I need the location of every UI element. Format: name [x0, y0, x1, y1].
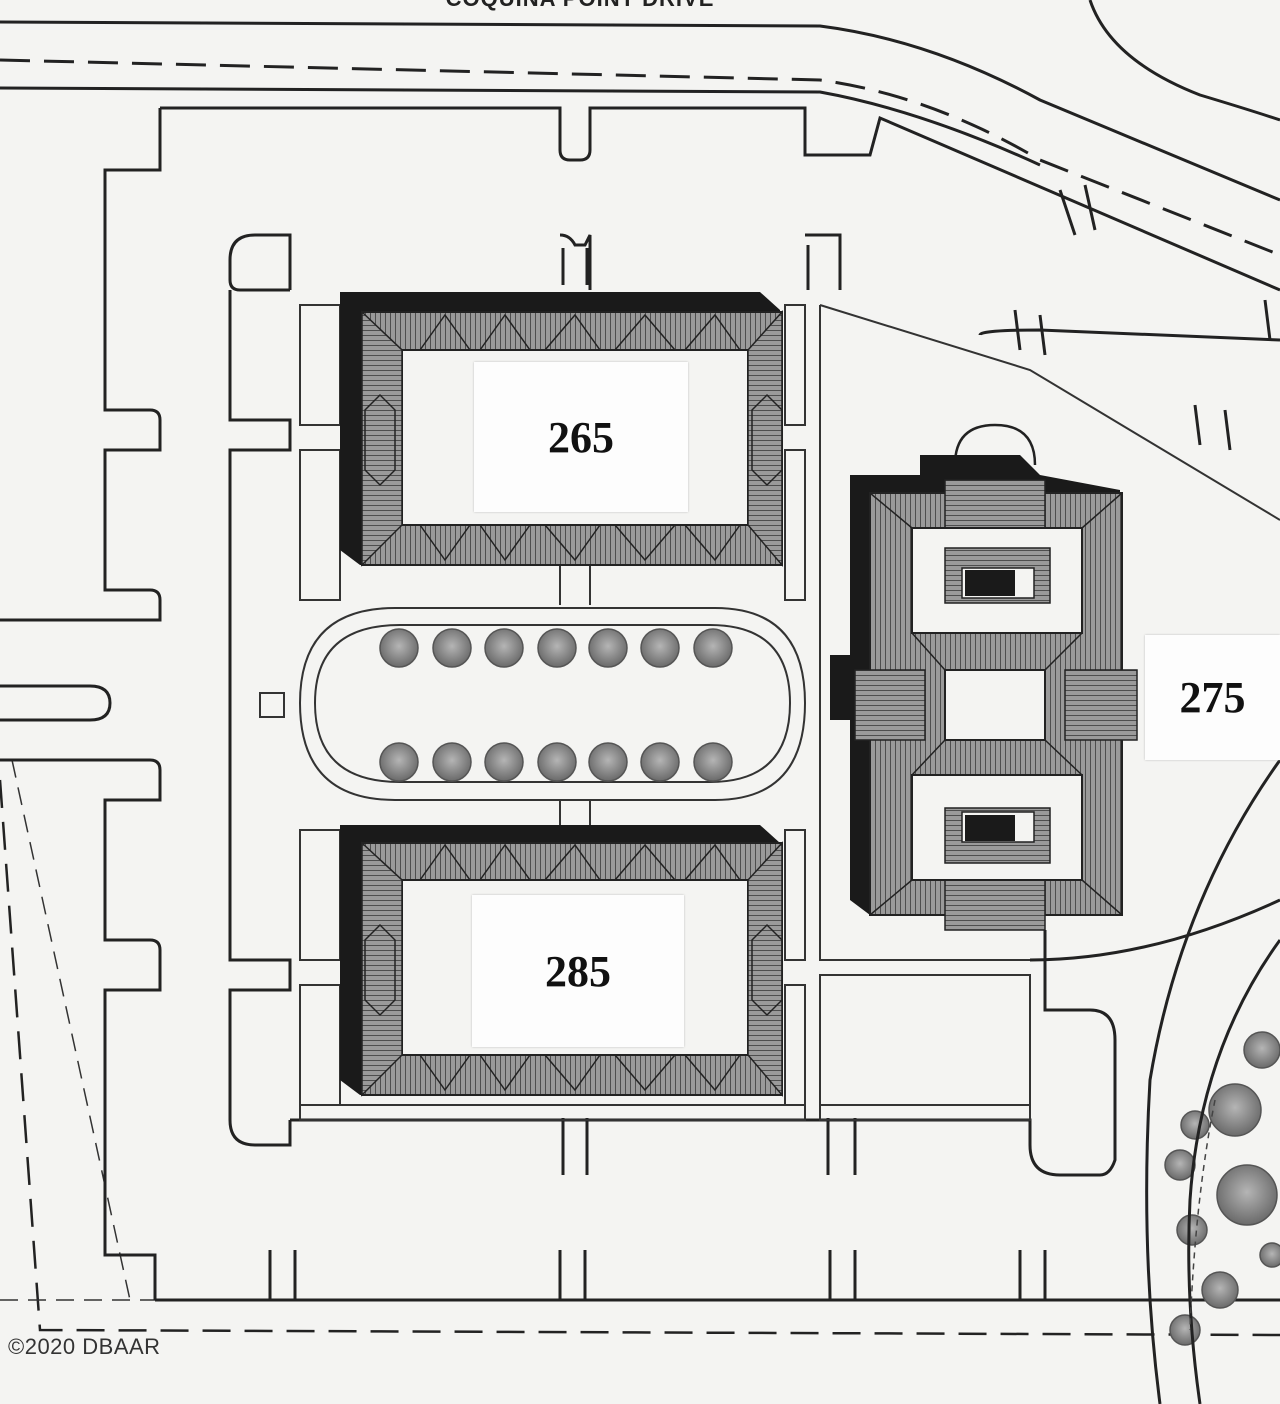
street-name-label: COQUINA POINT DRIVE: [440, 0, 720, 12]
tree-icon: [693, 628, 733, 668]
parking-stall-markers: [155, 184, 1280, 1302]
tree-icon: [379, 742, 419, 782]
building-number: 275: [1179, 673, 1246, 722]
building-number: 265: [548, 412, 614, 462]
road-curve-southeast: [1029, 759, 1280, 1404]
tree-icon: [432, 628, 472, 668]
tree-row-north: [379, 628, 733, 668]
tree-icon: [1201, 1271, 1239, 1309]
tree-icon: [432, 742, 472, 782]
tree-icon: [1208, 1083, 1262, 1137]
tree-icon: [1176, 1214, 1208, 1246]
tree-icon: [537, 742, 577, 782]
tree-icon: [1180, 1110, 1210, 1140]
tree-icon: [1216, 1164, 1278, 1226]
building-label-265: 265: [474, 362, 688, 512]
tree-icon: [379, 628, 419, 668]
tree-icon: [484, 628, 524, 668]
road-edge-north: [0, 20, 1280, 202]
tree-icon: [588, 742, 628, 782]
tree-icon: [640, 742, 680, 782]
tree-row-south: [379, 742, 733, 782]
property-boundary: [0, 779, 1280, 1337]
tree-icon: [1169, 1314, 1201, 1346]
courtyard-oval: [298, 607, 807, 801]
tree-cluster-east: [1164, 1031, 1280, 1346]
tree-icon: [1164, 1149, 1196, 1181]
tree-icon: [537, 628, 577, 668]
building-label-275: 275: [1145, 635, 1280, 760]
road-curve-east: [1088, 0, 1280, 122]
tree-icon: [1243, 1031, 1280, 1069]
tree-icon: [484, 742, 524, 782]
tree-icon: [1259, 1242, 1280, 1268]
building-number: 285: [545, 946, 611, 996]
tree-line-east: [1189, 1099, 1216, 1331]
tree-icon: [693, 742, 733, 782]
copyright-notice: ©2020 DBAAR: [8, 1334, 161, 1359]
road-edge-south: [0, 86, 1041, 167]
road-coquina-point-drive: [0, 0, 1280, 257]
tree-icon: [588, 628, 628, 668]
parking-entrance: [0, 684, 112, 722]
road-centerline-dashed: [0, 58, 1280, 257]
building-label-285: 285: [472, 895, 684, 1047]
tree-icon: [640, 628, 680, 668]
building-275: [830, 423, 1138, 931]
parking-lot-outline: [0, 106, 1280, 1300]
